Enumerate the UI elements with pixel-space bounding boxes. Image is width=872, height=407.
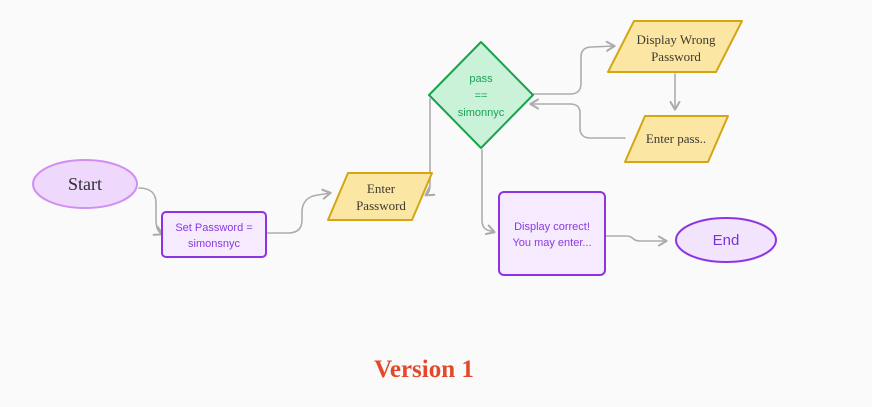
display-correct-rect <box>498 191 606 276</box>
set-password-label-line2: simonsnyc <box>188 238 240 250</box>
enter-password-label-line2: Password <box>356 198 406 213</box>
enter-password-label-line1: Enter <box>367 181 396 196</box>
display-wrong-node: Display Wrong Password <box>607 20 743 73</box>
display-correct-label-line1: Display correct! <box>514 221 590 233</box>
enter-pass-label: Enter pass.. <box>646 131 706 146</box>
diagram-title: Version 1 <box>374 356 474 383</box>
set-password-node: Set Password = simonsnyc <box>161 211 267 258</box>
set-password-label-line1: Set Password = <box>175 222 252 234</box>
display-correct-node: Display correct! You may enter... <box>498 191 606 276</box>
start-node: Start <box>32 159 138 209</box>
decision-label-line1: pass <box>469 73 493 85</box>
edge-set-password-to-enter-password <box>265 188 332 234</box>
decision-label-line2: == <box>475 90 488 102</box>
start-label: Start <box>68 174 102 194</box>
edge-decision-to-enter-password <box>424 98 436 197</box>
edge-enter-pass-to-decision <box>529 98 626 139</box>
enter-pass-parallelogram <box>624 115 729 163</box>
edge-start-to-set-password <box>138 187 164 236</box>
display-wrong-parallelogram <box>607 20 743 73</box>
display-wrong-label-line2: Password <box>651 49 701 64</box>
decision-node: pass == simonnyc <box>428 41 534 149</box>
display-correct-label-line2: You may enter... <box>512 237 591 249</box>
edge-display-correct-to-end <box>604 235 668 247</box>
end-ellipse <box>675 217 777 263</box>
decision-label-line3: simonnyc <box>458 107 505 119</box>
display-wrong-label-line1: Display Wrong <box>636 32 716 47</box>
enter-password-parallelogram <box>327 172 433 221</box>
edge-decision-to-display-correct <box>481 149 496 236</box>
enter-pass-node: Enter pass.. <box>624 115 729 163</box>
edge-layer <box>138 40 681 247</box>
end-node: End <box>675 217 777 263</box>
end-label: End <box>713 232 740 249</box>
edge-decision-to-display-wrong <box>532 40 616 95</box>
decision-diamond <box>428 41 534 149</box>
start-ellipse <box>32 159 138 209</box>
enter-password-node: Enter Password <box>327 172 433 221</box>
set-password-rect <box>161 211 267 258</box>
